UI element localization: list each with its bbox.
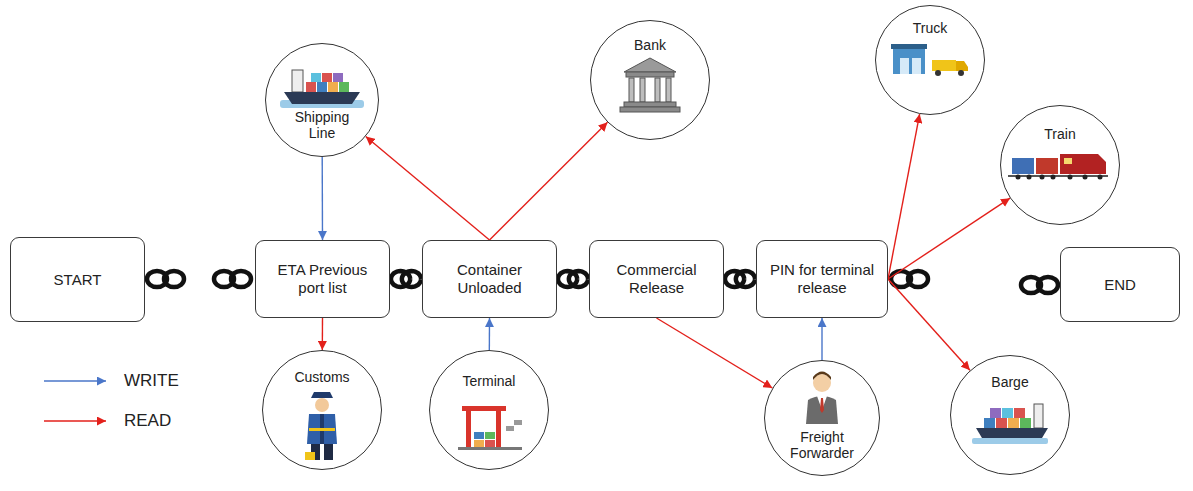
node-label: Barge bbox=[991, 374, 1028, 390]
legend-label: WRITE bbox=[124, 372, 179, 390]
write-arrow bbox=[322, 157, 324, 240]
actor-circle: Truck bbox=[875, 5, 985, 115]
terminal-crane-icon bbox=[458, 406, 522, 450]
process-box: Commercial Release bbox=[589, 240, 724, 318]
read-arrow bbox=[490, 122, 608, 240]
freight-forwarder-icon bbox=[806, 372, 838, 425]
node-label: Customs bbox=[294, 369, 349, 385]
legend-entry: WRITE bbox=[42, 372, 179, 390]
actor-circle: Freight Forwarder bbox=[764, 360, 880, 476]
bank-icon bbox=[620, 58, 680, 112]
chain-link bbox=[725, 271, 755, 287]
legend-line bbox=[44, 380, 106, 381]
actor-circle: Train bbox=[1000, 105, 1120, 225]
read-arrow bbox=[888, 279, 970, 370]
node-label: END bbox=[1104, 276, 1136, 294]
node-label: Truck bbox=[913, 20, 947, 36]
chain-link bbox=[391, 271, 421, 287]
node-label: Container Unloaded bbox=[431, 261, 548, 297]
truck-icon bbox=[891, 44, 968, 76]
actor-circle: Barge bbox=[950, 355, 1070, 475]
legend-entry: READ bbox=[42, 412, 171, 430]
read-arrow bbox=[888, 198, 1010, 279]
chain-link bbox=[558, 271, 588, 287]
legend-sample bbox=[42, 374, 110, 388]
process-box: Container Unloaded bbox=[422, 240, 557, 318]
write-arrow bbox=[489, 318, 491, 350]
node-label: Terminal bbox=[463, 373, 516, 389]
barge-icon bbox=[972, 404, 1048, 444]
legend-line bbox=[44, 420, 106, 421]
actor-circle: Terminal bbox=[429, 350, 549, 470]
train-icon bbox=[1008, 154, 1108, 180]
end-box: END bbox=[1060, 247, 1180, 322]
actor-circle: Bank bbox=[590, 20, 710, 140]
read-arrow bbox=[322, 318, 324, 350]
node-label: PIN for terminal release bbox=[765, 261, 879, 297]
ship-icon bbox=[280, 70, 364, 108]
read-arrow bbox=[888, 114, 920, 279]
node-label: Commercial Release bbox=[598, 261, 715, 297]
process-box: ETA Previous port list bbox=[255, 240, 390, 318]
read-arrow bbox=[366, 137, 490, 240]
legend-sample bbox=[42, 414, 110, 428]
node-label: Train bbox=[1044, 126, 1075, 142]
node-label: Shipping Line bbox=[287, 109, 357, 141]
node-label: ETA Previous port list bbox=[264, 261, 381, 297]
start-box: START bbox=[10, 237, 145, 322]
node-label: START bbox=[54, 271, 102, 289]
process-box: PIN for terminal release bbox=[756, 240, 888, 318]
node-label: Bank bbox=[634, 37, 666, 53]
customs-officer-icon bbox=[305, 392, 337, 460]
write-arrow bbox=[821, 318, 822, 360]
read-arrow bbox=[657, 318, 773, 388]
actor-circle: Customs bbox=[262, 350, 382, 470]
actor-circle: Shipping Line bbox=[265, 43, 379, 157]
node-label: Freight Forwarder bbox=[780, 429, 864, 461]
legend-label: READ bbox=[124, 412, 171, 430]
